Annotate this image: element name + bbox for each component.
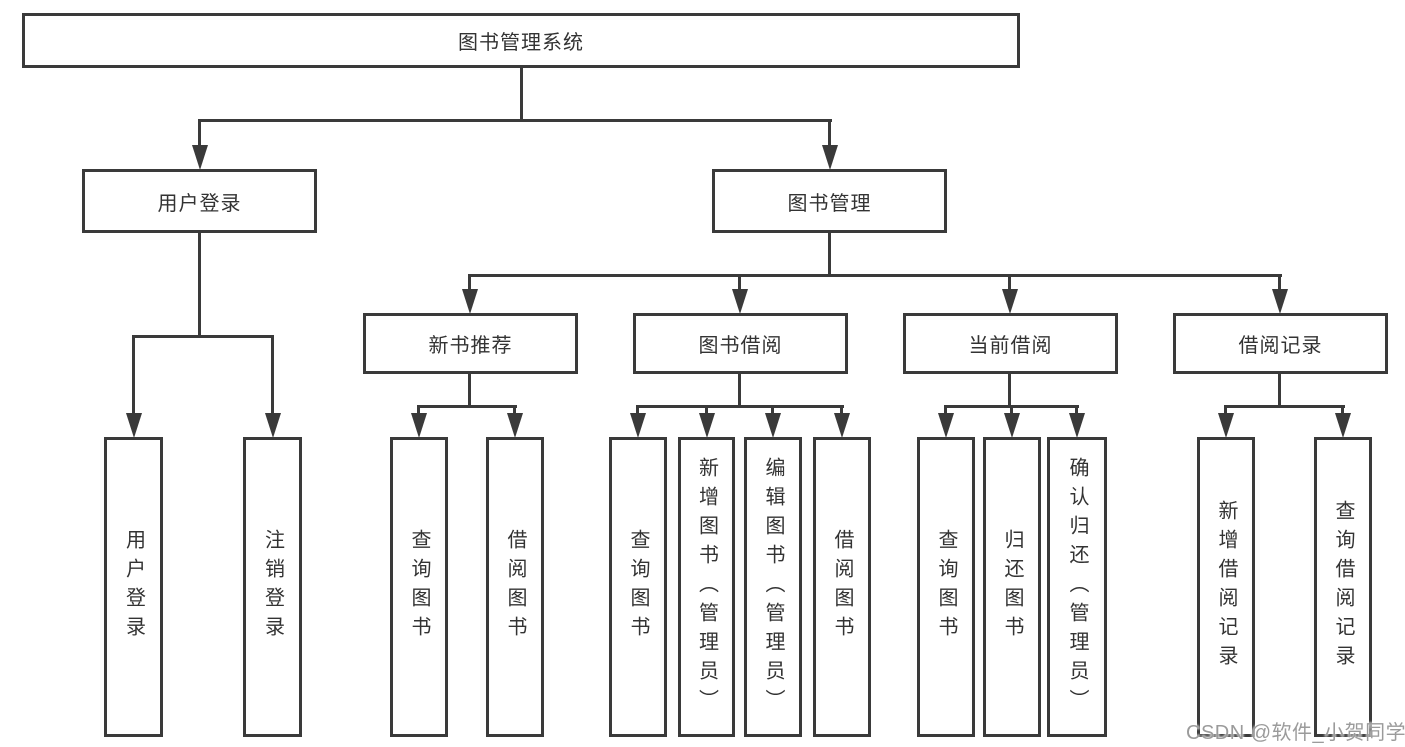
connector-line: [520, 68, 523, 121]
arrowhead-down-icon: [732, 289, 748, 314]
node-new-book-recommend-label: 新书推荐: [428, 335, 513, 357]
connector-line: [705, 405, 708, 415]
connector-line: [1224, 405, 1227, 415]
node-root: 图书管理系统: [22, 13, 1020, 68]
connector-line: [417, 405, 517, 408]
connector-line: [198, 233, 201, 337]
leaf-label: 借阅图书: [831, 529, 853, 645]
connector-line: [1075, 405, 1078, 415]
arrowhead-down-icon: [1335, 413, 1351, 438]
node-current-borrow-label: 当前借阅: [968, 335, 1053, 357]
arrowhead-down-icon: [507, 413, 523, 438]
leaf-confirm-return-admin: 确认归还（管理员）: [1047, 437, 1107, 737]
leaf-label: 新增借阅记录: [1215, 500, 1237, 674]
connector-line: [944, 405, 947, 415]
node-new-book-recommend: 新书推荐: [363, 313, 578, 374]
connector-line: [513, 405, 516, 415]
arrowhead-down-icon: [765, 413, 781, 438]
connector-line: [771, 405, 774, 415]
node-borrow-records: 借阅记录: [1173, 313, 1388, 374]
connector-line: [1008, 374, 1011, 407]
leaf-add-books-admin: 新增图书（管理员）: [678, 437, 735, 737]
connector-line: [468, 274, 1282, 277]
node-current-borrow: 当前借阅: [903, 313, 1118, 374]
leaf-query-borrow-record: 查询借阅记录: [1314, 437, 1372, 737]
arrowhead-down-icon: [126, 413, 142, 438]
arrowhead-down-icon: [938, 413, 954, 438]
node-user-login: 用户登录: [82, 169, 317, 233]
arrowhead-down-icon: [699, 413, 715, 438]
connector-line: [468, 274, 471, 291]
leaf-edit-books-admin: 编辑图书（管理员）: [744, 437, 802, 737]
leaf-label: 查询图书: [408, 529, 430, 645]
arrowhead-down-icon: [1004, 413, 1020, 438]
connector-line: [1008, 274, 1011, 291]
connector-line: [271, 335, 274, 413]
arrowhead-down-icon: [630, 413, 646, 438]
leaf-query-books-current: 查询图书: [917, 437, 975, 737]
arrowhead-down-icon: [462, 289, 478, 314]
connector-line: [1010, 405, 1013, 415]
node-book-borrow: 图书借阅: [633, 313, 848, 374]
leaf-label: 归还图书: [1001, 529, 1023, 645]
leaf-query-books-recommend: 查询图书: [390, 437, 448, 737]
leaf-label: 查询借阅记录: [1332, 500, 1354, 674]
connector-line: [468, 374, 471, 407]
connector-line: [132, 335, 274, 338]
connector-line: [636, 405, 844, 408]
leaf-label: 确认归还（管理员）: [1066, 456, 1088, 718]
connector-line: [738, 274, 741, 291]
arrowhead-down-icon: [265, 413, 281, 438]
arrowhead-down-icon: [834, 413, 850, 438]
arrowhead-down-icon: [411, 413, 427, 438]
arrowhead-down-icon: [1069, 413, 1085, 438]
leaf-label: 查询图书: [935, 529, 957, 645]
arrowhead-down-icon: [1002, 289, 1018, 314]
leaf-label: 借阅图书: [504, 529, 526, 645]
node-borrow-records-label: 借阅记录: [1238, 335, 1323, 357]
arrowhead-down-icon: [822, 145, 838, 170]
connector-line: [1278, 374, 1281, 407]
leaf-label: 新增图书（管理员）: [695, 456, 718, 718]
arrowhead-down-icon: [192, 145, 208, 170]
connector-line: [132, 335, 135, 413]
leaf-add-borrow-record: 新增借阅记录: [1197, 437, 1255, 737]
leaf-logout: 注销登录: [243, 437, 302, 737]
leaf-borrow-books-recommend: 借阅图书: [486, 437, 544, 737]
connector-line: [738, 374, 741, 407]
connector-line: [840, 405, 843, 415]
leaf-label: 注销登录: [261, 529, 284, 645]
connector-line: [417, 405, 420, 415]
arrowhead-down-icon: [1218, 413, 1234, 438]
connector-line: [828, 233, 831, 277]
leaf-label: 编辑图书（管理员）: [762, 456, 784, 718]
connector-line: [1278, 274, 1281, 291]
leaf-label: 查询图书: [627, 529, 649, 645]
csdn-watermark: CSDN @软件_小贺同学: [1186, 722, 1405, 744]
leaf-return-books: 归还图书: [983, 437, 1041, 737]
leaf-query-books-borrow: 查询图书: [609, 437, 667, 737]
leaf-label: 用户登录: [122, 529, 145, 645]
connector-line: [636, 405, 639, 415]
node-book-management: 图书管理: [712, 169, 947, 233]
connector-line: [828, 119, 831, 147]
leaf-user-login: 用户登录: [104, 437, 163, 737]
connector-line: [198, 119, 832, 122]
connector-line: [1341, 405, 1344, 415]
connector-line: [1224, 405, 1345, 408]
node-user-login-label: 用户登录: [157, 192, 242, 215]
leaf-borrow-books: 借阅图书: [813, 437, 871, 737]
arrowhead-down-icon: [1272, 289, 1288, 314]
node-root-label: 图书管理系统: [458, 32, 584, 54]
connector-line: [198, 119, 201, 147]
node-book-management-label: 图书管理: [787, 192, 872, 215]
node-book-borrow-label: 图书借阅: [698, 335, 783, 357]
